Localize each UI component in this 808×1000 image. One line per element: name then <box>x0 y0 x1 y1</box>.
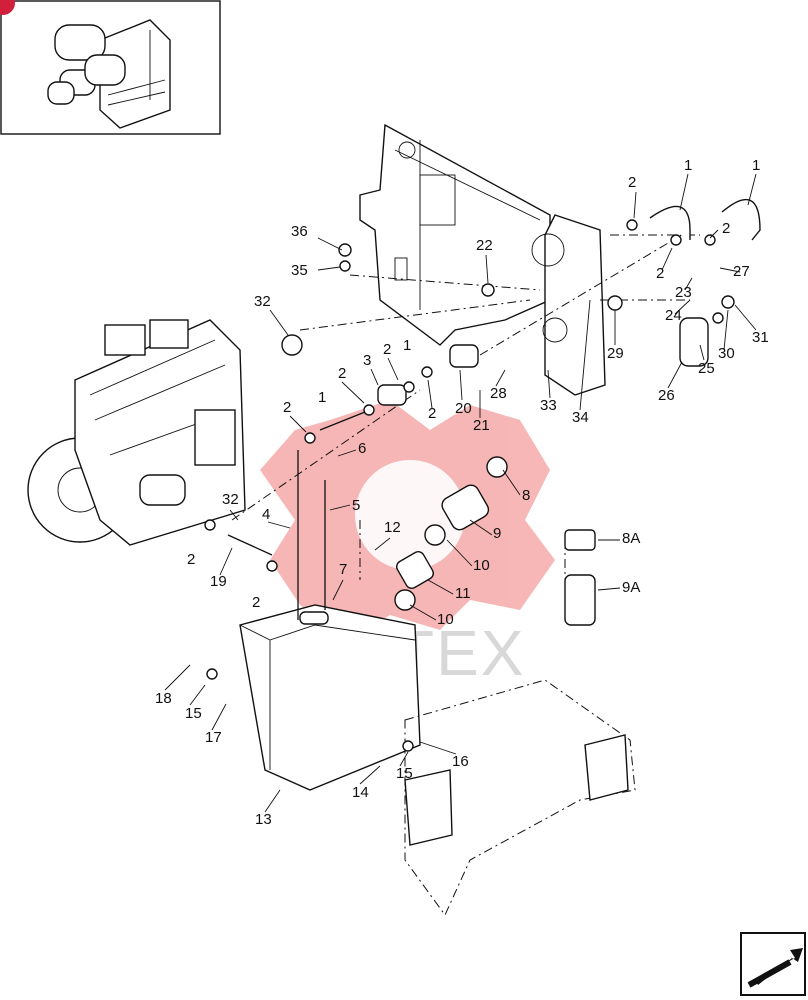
callout-2: 2 <box>252 594 260 611</box>
callout-9: 9 <box>493 525 501 542</box>
callout-10: 10 <box>437 611 454 628</box>
callout-34: 34 <box>572 409 589 426</box>
filter-assembly <box>377 317 709 626</box>
callout-32: 32 <box>222 491 239 508</box>
callout-22: 22 <box>476 237 493 254</box>
callout-31: 31 <box>752 329 769 346</box>
callout-5: 5 <box>352 497 360 514</box>
fuel-lines <box>227 199 761 620</box>
callout-29: 29 <box>607 345 624 362</box>
fuel-tank <box>239 604 421 791</box>
callout-19: 19 <box>210 573 227 590</box>
callout-13: 13 <box>255 811 272 828</box>
callout-35: 35 <box>291 262 308 279</box>
callout-2: 2 <box>383 341 391 358</box>
callout-1: 1 <box>318 389 326 406</box>
callout-6: 6 <box>358 440 366 457</box>
callout-9a: 9A <box>622 579 640 596</box>
callout-36: 36 <box>291 223 308 240</box>
callout-27: 27 <box>733 263 750 280</box>
callout-26: 26 <box>658 387 675 404</box>
callout-15: 15 <box>396 765 413 782</box>
engine-block <box>27 319 246 546</box>
callout-20: 20 <box>455 400 472 417</box>
callout-8: 8 <box>522 487 530 504</box>
callout-2: 2 <box>428 405 436 422</box>
callout-10: 10 <box>473 557 490 574</box>
callout-28: 28 <box>490 385 507 402</box>
callout-30: 30 <box>718 345 735 362</box>
callout-15: 15 <box>185 705 202 722</box>
callout-1: 1 <box>684 157 692 174</box>
callout-1: 1 <box>752 157 760 174</box>
callout-leaders <box>164 173 757 813</box>
callout-2: 2 <box>628 174 636 191</box>
callout-12: 12 <box>384 519 401 536</box>
corner-marker-icon <box>0 0 15 15</box>
callout-labels: 1 1 1 1 2 2 2 2 2 2 2 2 2 3 4 5 6 7 8 8A… <box>155 157 769 828</box>
callout-2: 2 <box>338 365 346 382</box>
callout-16: 16 <box>452 753 469 770</box>
callout-7: 7 <box>339 561 347 578</box>
callout-3: 3 <box>363 352 371 369</box>
callout-4: 4 <box>262 506 270 523</box>
callout-2: 2 <box>187 551 195 568</box>
base-frame <box>404 679 636 916</box>
engine-locator-thumbnail <box>0 0 221 135</box>
callout-14: 14 <box>352 784 369 801</box>
callout-33: 33 <box>540 397 557 414</box>
fasteners <box>204 219 735 752</box>
callout-25: 25 <box>698 360 715 377</box>
callout-21: 21 <box>473 417 490 434</box>
callout-17: 17 <box>205 729 222 746</box>
callout-11: 11 <box>455 585 471 602</box>
callout-32: 32 <box>254 293 271 310</box>
leader-lines <box>231 229 700 600</box>
callout-2: 2 <box>722 220 730 237</box>
next-page-arrow-icon[interactable] <box>740 932 806 996</box>
front-support-plate <box>359 123 606 396</box>
callout-18: 18 <box>155 690 172 707</box>
callout-2: 2 <box>656 265 664 282</box>
callout-8a: 8A <box>622 530 640 547</box>
callout-1: 1 <box>403 337 411 354</box>
callout-2: 2 <box>283 399 291 416</box>
callout-23: 23 <box>675 284 692 301</box>
